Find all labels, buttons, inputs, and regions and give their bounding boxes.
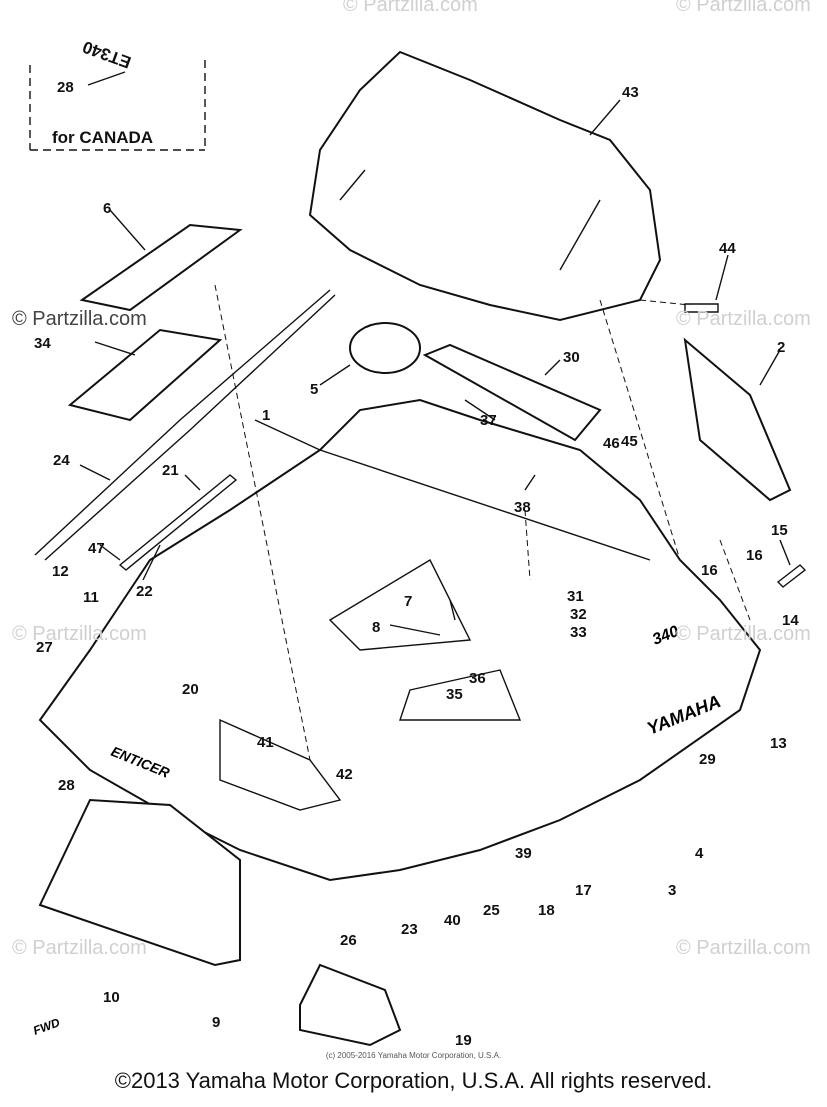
callout-28b: 28 (58, 777, 75, 794)
callout-20: 20 (182, 681, 199, 698)
windshield[interactable] (308, 50, 662, 322)
callout-13: 13 (770, 735, 787, 752)
watermark-low-right: © Partzilla.com (676, 937, 811, 959)
canada-inset-box (29, 60, 206, 151)
callout-47: 47 (88, 540, 105, 557)
bolt-44[interactable] (684, 303, 719, 313)
callout-44: 44 (719, 240, 736, 257)
callout-16: 16 (746, 547, 763, 564)
callout-42: 42 (336, 766, 353, 783)
trim-strip[interactable] (34, 289, 336, 561)
watermark-right-1: © Partzilla.com (676, 308, 811, 330)
callout-40: 40 (444, 912, 461, 929)
callout-38: 38 (514, 499, 531, 516)
watermark-top-right: © Partzilla.com (676, 0, 811, 16)
watermark-low-left: © Partzilla.com (12, 937, 147, 959)
callout-46: 46 (603, 435, 620, 452)
callout-5: 5 (310, 381, 318, 398)
hinge-bracket[interactable] (299, 963, 402, 1047)
callout-7: 7 (404, 593, 412, 610)
callout-35: 35 (446, 686, 463, 703)
rear-grille[interactable] (67, 328, 223, 422)
round-vent[interactable] (349, 322, 421, 374)
callout-15: 15 (771, 522, 788, 539)
copyright-footer: ©2013 Yamaha Motor Corporation, U.S.A. A… (114, 1068, 713, 1093)
callout-16b: 16 (701, 562, 718, 579)
callout-18: 18 (538, 902, 555, 919)
callout-31: 31 (567, 588, 584, 605)
callout-39: 39 (515, 845, 532, 862)
watermark-left: © Partzilla.com (12, 308, 147, 330)
callout-14: 14 (782, 612, 799, 629)
callout-1: 1 (262, 407, 270, 424)
callout-33: 33 (570, 624, 587, 641)
callout-12: 12 (52, 563, 69, 580)
callout-6: 6 (103, 200, 111, 217)
callout-29: 29 (699, 751, 716, 768)
callout-34: 34 (34, 335, 51, 352)
assembly-guide-lines (214, 284, 751, 761)
watermark-mid-left: © Partzilla.com (12, 623, 147, 645)
callout-8: 8 (372, 619, 380, 636)
callout-11: 11 (83, 589, 99, 606)
callout-25: 25 (483, 902, 500, 919)
callout-45: 45 (621, 433, 638, 450)
callout-9: 9 (212, 1014, 220, 1031)
callout-22: 22 (136, 583, 153, 600)
callout-10: 10 (103, 989, 120, 1006)
callout-17: 17 (575, 882, 592, 899)
callout-23: 23 (401, 921, 418, 938)
callout-2: 2 (777, 339, 785, 356)
front-grille[interactable] (38, 798, 241, 967)
callout-26: 26 (340, 932, 357, 949)
fwd-arrow-label: FWD (31, 1015, 62, 1038)
air-duct-top[interactable] (422, 343, 602, 442)
callout-28: 28 (57, 79, 74, 96)
callout-labels: 1 2 3 4 5 6 7 8 9 10 11 12 13 14 15 16 1… (34, 79, 799, 1049)
hood-shell[interactable] (38, 398, 762, 882)
watermark-mid-right: © Partzilla.com (676, 623, 811, 645)
bolt-15[interactable] (776, 564, 807, 588)
support-rod[interactable] (118, 474, 238, 571)
small-copyright: (c) 2005-2016 Yamaha Motor Corporation, … (325, 1051, 502, 1060)
callout-24: 24 (53, 452, 70, 469)
callout-19: 19 (455, 1032, 472, 1049)
callout-41: 41 (257, 734, 274, 751)
callout-3: 3 (668, 882, 676, 899)
leader-lines (79, 71, 791, 636)
callout-21: 21 (162, 462, 179, 479)
callout-36: 36 (469, 670, 486, 687)
callout-43: 43 (622, 84, 639, 101)
inset-canada-label: for CANADA (52, 128, 154, 147)
top-grille[interactable] (79, 223, 243, 312)
callout-30: 30 (563, 349, 580, 366)
watermark-top-center: © Partzilla.com (343, 0, 478, 16)
side-vent-panel[interactable] (683, 337, 792, 502)
callout-4: 4 (695, 845, 704, 862)
callout-37: 37 (480, 412, 497, 429)
callout-27: 27 (36, 639, 53, 656)
callout-32: 32 (570, 606, 587, 623)
